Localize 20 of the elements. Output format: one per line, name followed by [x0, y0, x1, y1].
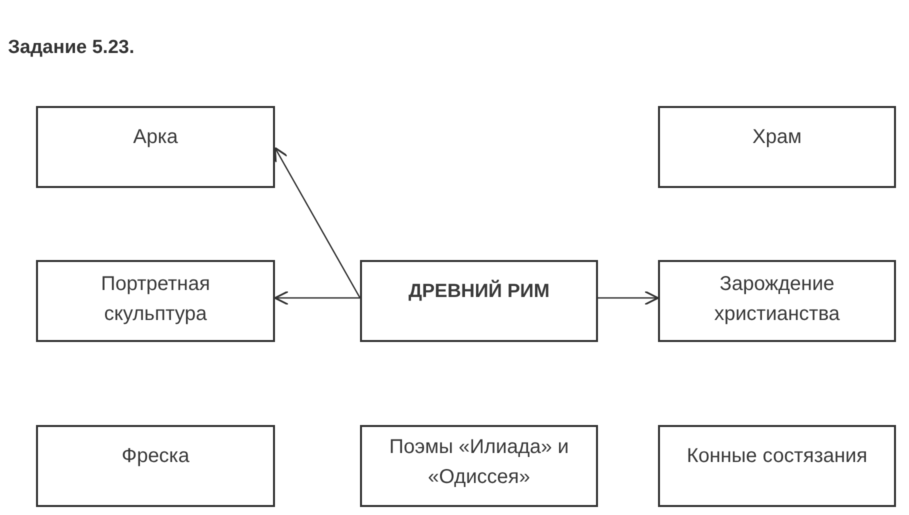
concept-label: Зарождение христианства	[713, 272, 841, 327]
concept-box	[658, 425, 896, 507]
central-concept-box	[360, 260, 598, 342]
concept-label: Конные состязания	[686, 444, 868, 469]
concept-box	[658, 106, 896, 188]
concept-label: ДРЕВНИЙ РИМ	[408, 278, 550, 304]
concept-label: Поэмы «Илиада» и «Одиссея»	[388, 435, 570, 490]
concept-label: Фреска	[122, 444, 190, 469]
concept-label: Арка	[133, 125, 178, 150]
concept-label: Храм	[752, 125, 802, 150]
concept-box	[360, 425, 598, 507]
concept-box	[36, 106, 275, 188]
concept-box	[36, 260, 275, 342]
concept-label: Портретная скульптура	[100, 272, 212, 327]
arrow	[598, 290, 659, 306]
task-heading: Задание 5.23.	[8, 37, 134, 59]
concept-box	[658, 260, 896, 342]
arrow	[274, 290, 360, 306]
concept-box	[36, 425, 275, 507]
arrow	[274, 146, 361, 298]
